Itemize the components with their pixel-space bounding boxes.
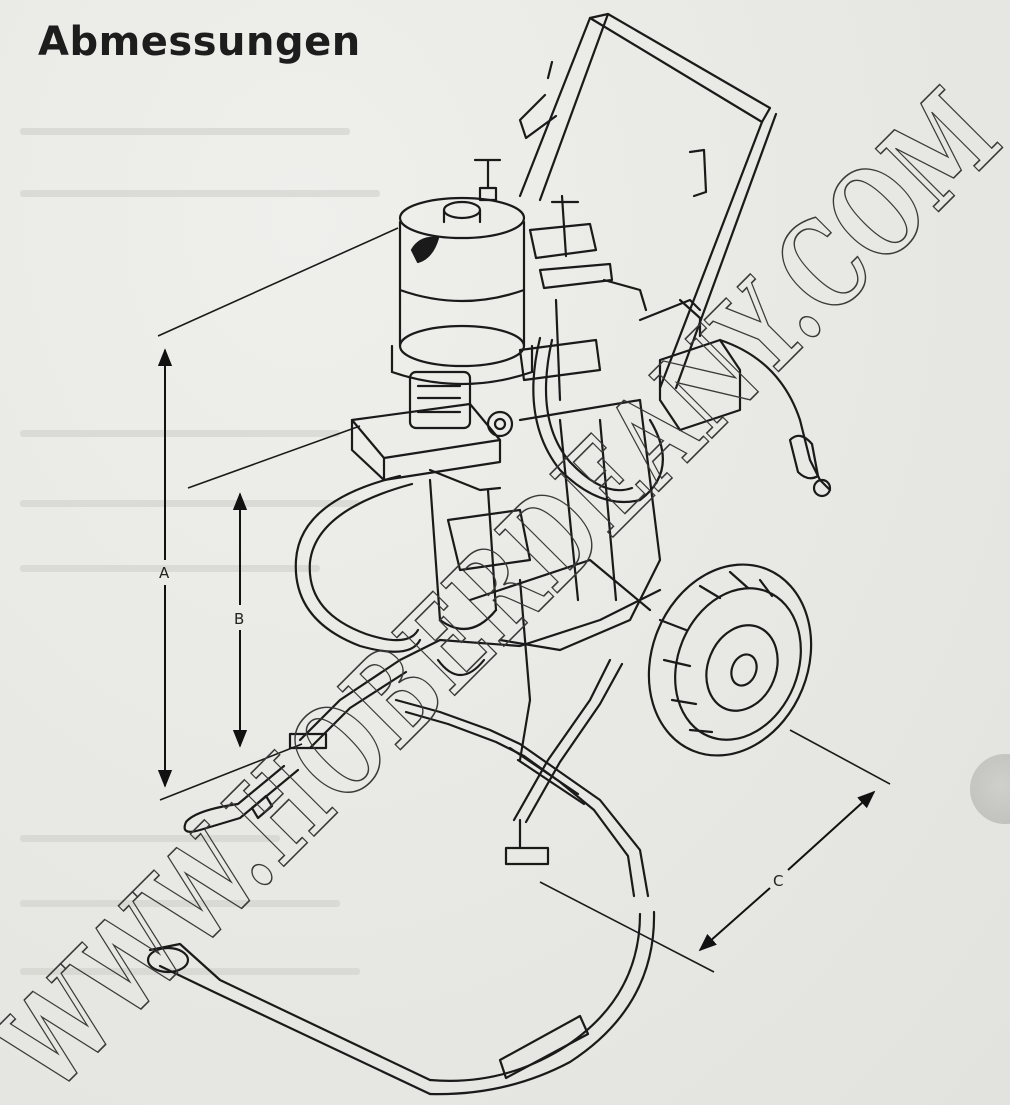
spray-gun-hose <box>146 942 432 1096</box>
ghost-text-line <box>20 968 360 975</box>
ghost-text-line <box>20 835 280 842</box>
dimension-c: C <box>539 729 891 973</box>
air-motor <box>390 196 534 438</box>
pump-lower <box>428 398 662 762</box>
ground-clamp <box>183 764 300 833</box>
page-title: Abmessungen <box>38 19 361 65</box>
ghost-text-line <box>20 128 350 135</box>
cart-wheel <box>647 563 813 757</box>
ghost-text-line <box>20 500 360 507</box>
ghost-text-line <box>20 565 320 572</box>
suction-hose <box>294 474 422 653</box>
mount-plate <box>350 402 502 492</box>
air-controls <box>473 158 648 402</box>
dimension-b-label: B <box>234 610 244 628</box>
dimension-a-label: A <box>159 564 170 582</box>
ghost-text-line <box>20 900 340 907</box>
base-frame <box>288 588 662 866</box>
return-hose <box>532 336 664 504</box>
filter-assembly <box>638 298 832 498</box>
dimension-b: B <box>187 425 361 748</box>
outlet-hose <box>394 698 656 1096</box>
ghost-text-line <box>20 190 380 197</box>
dimension-c-label: C <box>773 872 783 890</box>
cart-handle <box>518 12 778 390</box>
ghost-text-line <box>20 430 340 437</box>
dimension-a: A <box>157 227 399 801</box>
